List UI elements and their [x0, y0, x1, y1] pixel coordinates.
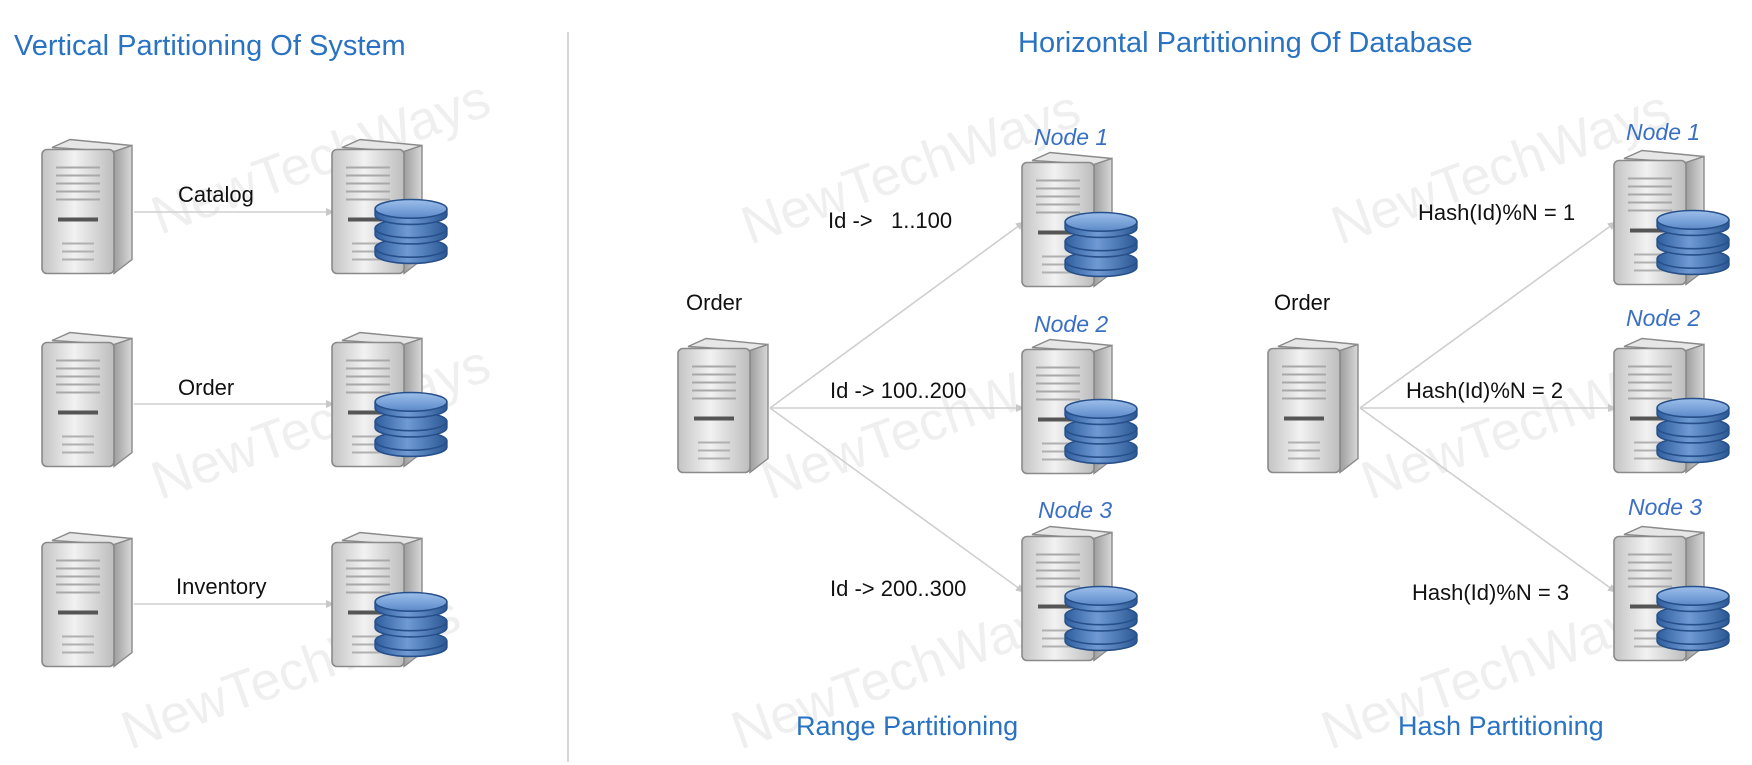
hash-source-label: Order — [1274, 290, 1330, 315]
arrow — [1359, 221, 1617, 409]
range-rule: Id -> 100..200 — [830, 378, 966, 403]
vertical-row-inventory: Inventory — [40, 531, 448, 668]
database-icon — [374, 591, 448, 658]
row-label: Inventory — [176, 574, 267, 599]
horizontal-title: Horizontal Partitioning Of Database — [1018, 27, 1473, 59]
range-node-1: Node 1 — [1020, 124, 1138, 288]
node-label: Node 1 — [1626, 119, 1700, 145]
vertical-title: Vertical Partitioning Of System — [14, 30, 406, 62]
vertical-row-catalog: Catalog — [40, 138, 448, 275]
row-label: Catalog — [178, 182, 254, 207]
node-label: Node 3 — [1628, 494, 1702, 520]
app-server-icon — [40, 138, 134, 275]
hash-rule: Hash(Id)%N = 3 — [1412, 580, 1569, 605]
app-server-icon — [40, 531, 134, 668]
vertical-partitioning: Catalog Order Inventory — [40, 138, 448, 668]
app-server-icon — [40, 331, 134, 468]
hash-node-3: Node 3 — [1612, 494, 1730, 662]
database-icon — [374, 198, 448, 265]
range-source-label: Order — [686, 290, 742, 315]
hash-rule: Hash(Id)%N = 2 — [1406, 378, 1563, 403]
range-rule: Id -> 200..300 — [830, 576, 966, 601]
node-label: Node 3 — [1038, 497, 1112, 523]
range-node-2: Node 2 — [1020, 311, 1138, 475]
hash-caption: Hash Partitioning — [1398, 711, 1604, 741]
hash-node-1: Node 1 — [1612, 119, 1730, 286]
watermark: NewTechWays — [144, 68, 498, 246]
hash-rule: Hash(Id)%N = 1 — [1418, 200, 1575, 225]
hash-source-server-icon — [1266, 337, 1360, 474]
range-source-server-icon — [676, 337, 770, 474]
arrow — [769, 407, 1025, 593]
database-icon — [1064, 398, 1138, 465]
arrow — [769, 221, 1025, 409]
hash-partitioning: Order Hash(Id)%N = 1 Hash(Id)%N = 2 Hash… — [1266, 119, 1730, 741]
node-label: Node 2 — [1626, 305, 1700, 331]
row-label: Order — [178, 375, 234, 400]
database-icon — [1656, 397, 1730, 464]
range-rule: Id -> 1..100 — [828, 208, 952, 233]
database-icon — [1656, 585, 1730, 652]
vertical-row-order: Order — [40, 331, 448, 468]
node-label: Node 2 — [1034, 311, 1108, 337]
database-icon — [1656, 209, 1730, 276]
range-partitioning: Order Id -> 1..100 Id -> 100..200 Id -> … — [676, 124, 1138, 741]
range-node-3: Node 3 — [1020, 497, 1138, 662]
database-icon — [1064, 211, 1138, 278]
database-icon — [374, 391, 448, 458]
database-icon — [1064, 585, 1138, 652]
range-caption: Range Partitioning — [796, 711, 1018, 741]
hash-node-2: Node 2 — [1612, 305, 1730, 474]
node-label: Node 1 — [1034, 124, 1108, 150]
arrow — [1359, 407, 1617, 593]
